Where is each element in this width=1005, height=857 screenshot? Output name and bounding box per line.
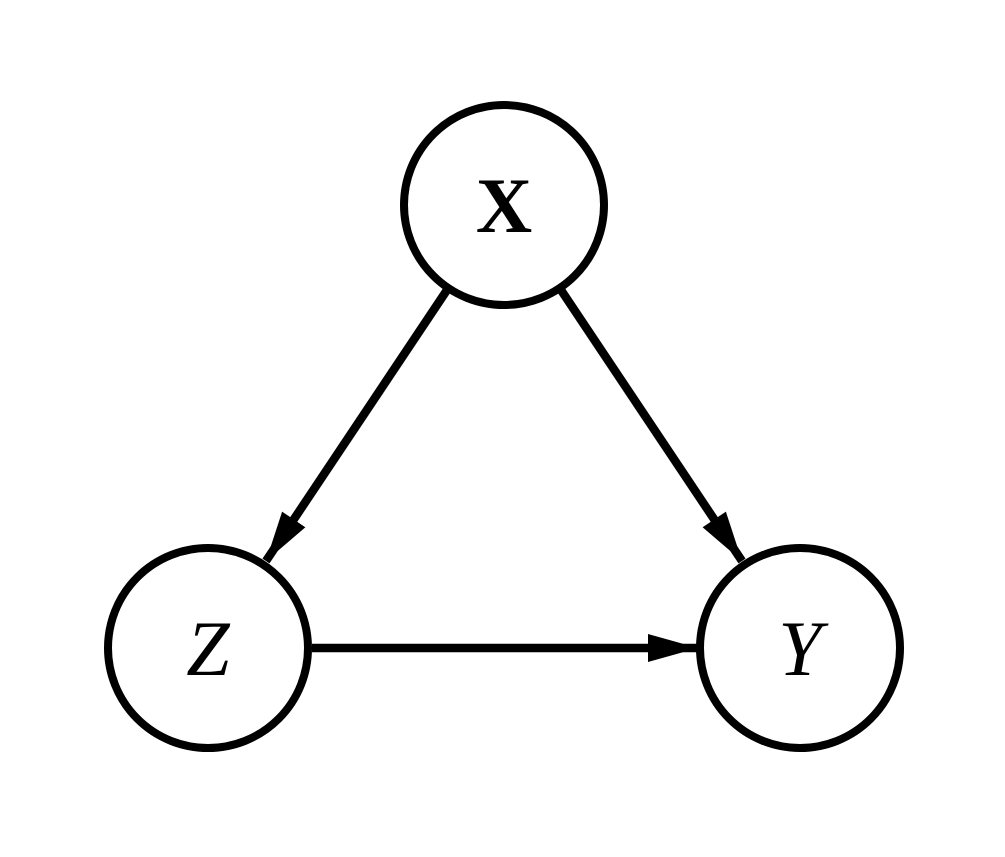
node-z-circle	[104, 544, 312, 752]
edge-x-to-z	[262, 287, 451, 564]
edge-x-to-y	[557, 287, 746, 564]
node-y-label: Y	[778, 605, 829, 692]
node-x-label: X	[476, 162, 532, 249]
node-y-circle	[696, 544, 904, 752]
node-x-circle	[400, 101, 608, 309]
node-z-label: Z	[186, 605, 231, 692]
